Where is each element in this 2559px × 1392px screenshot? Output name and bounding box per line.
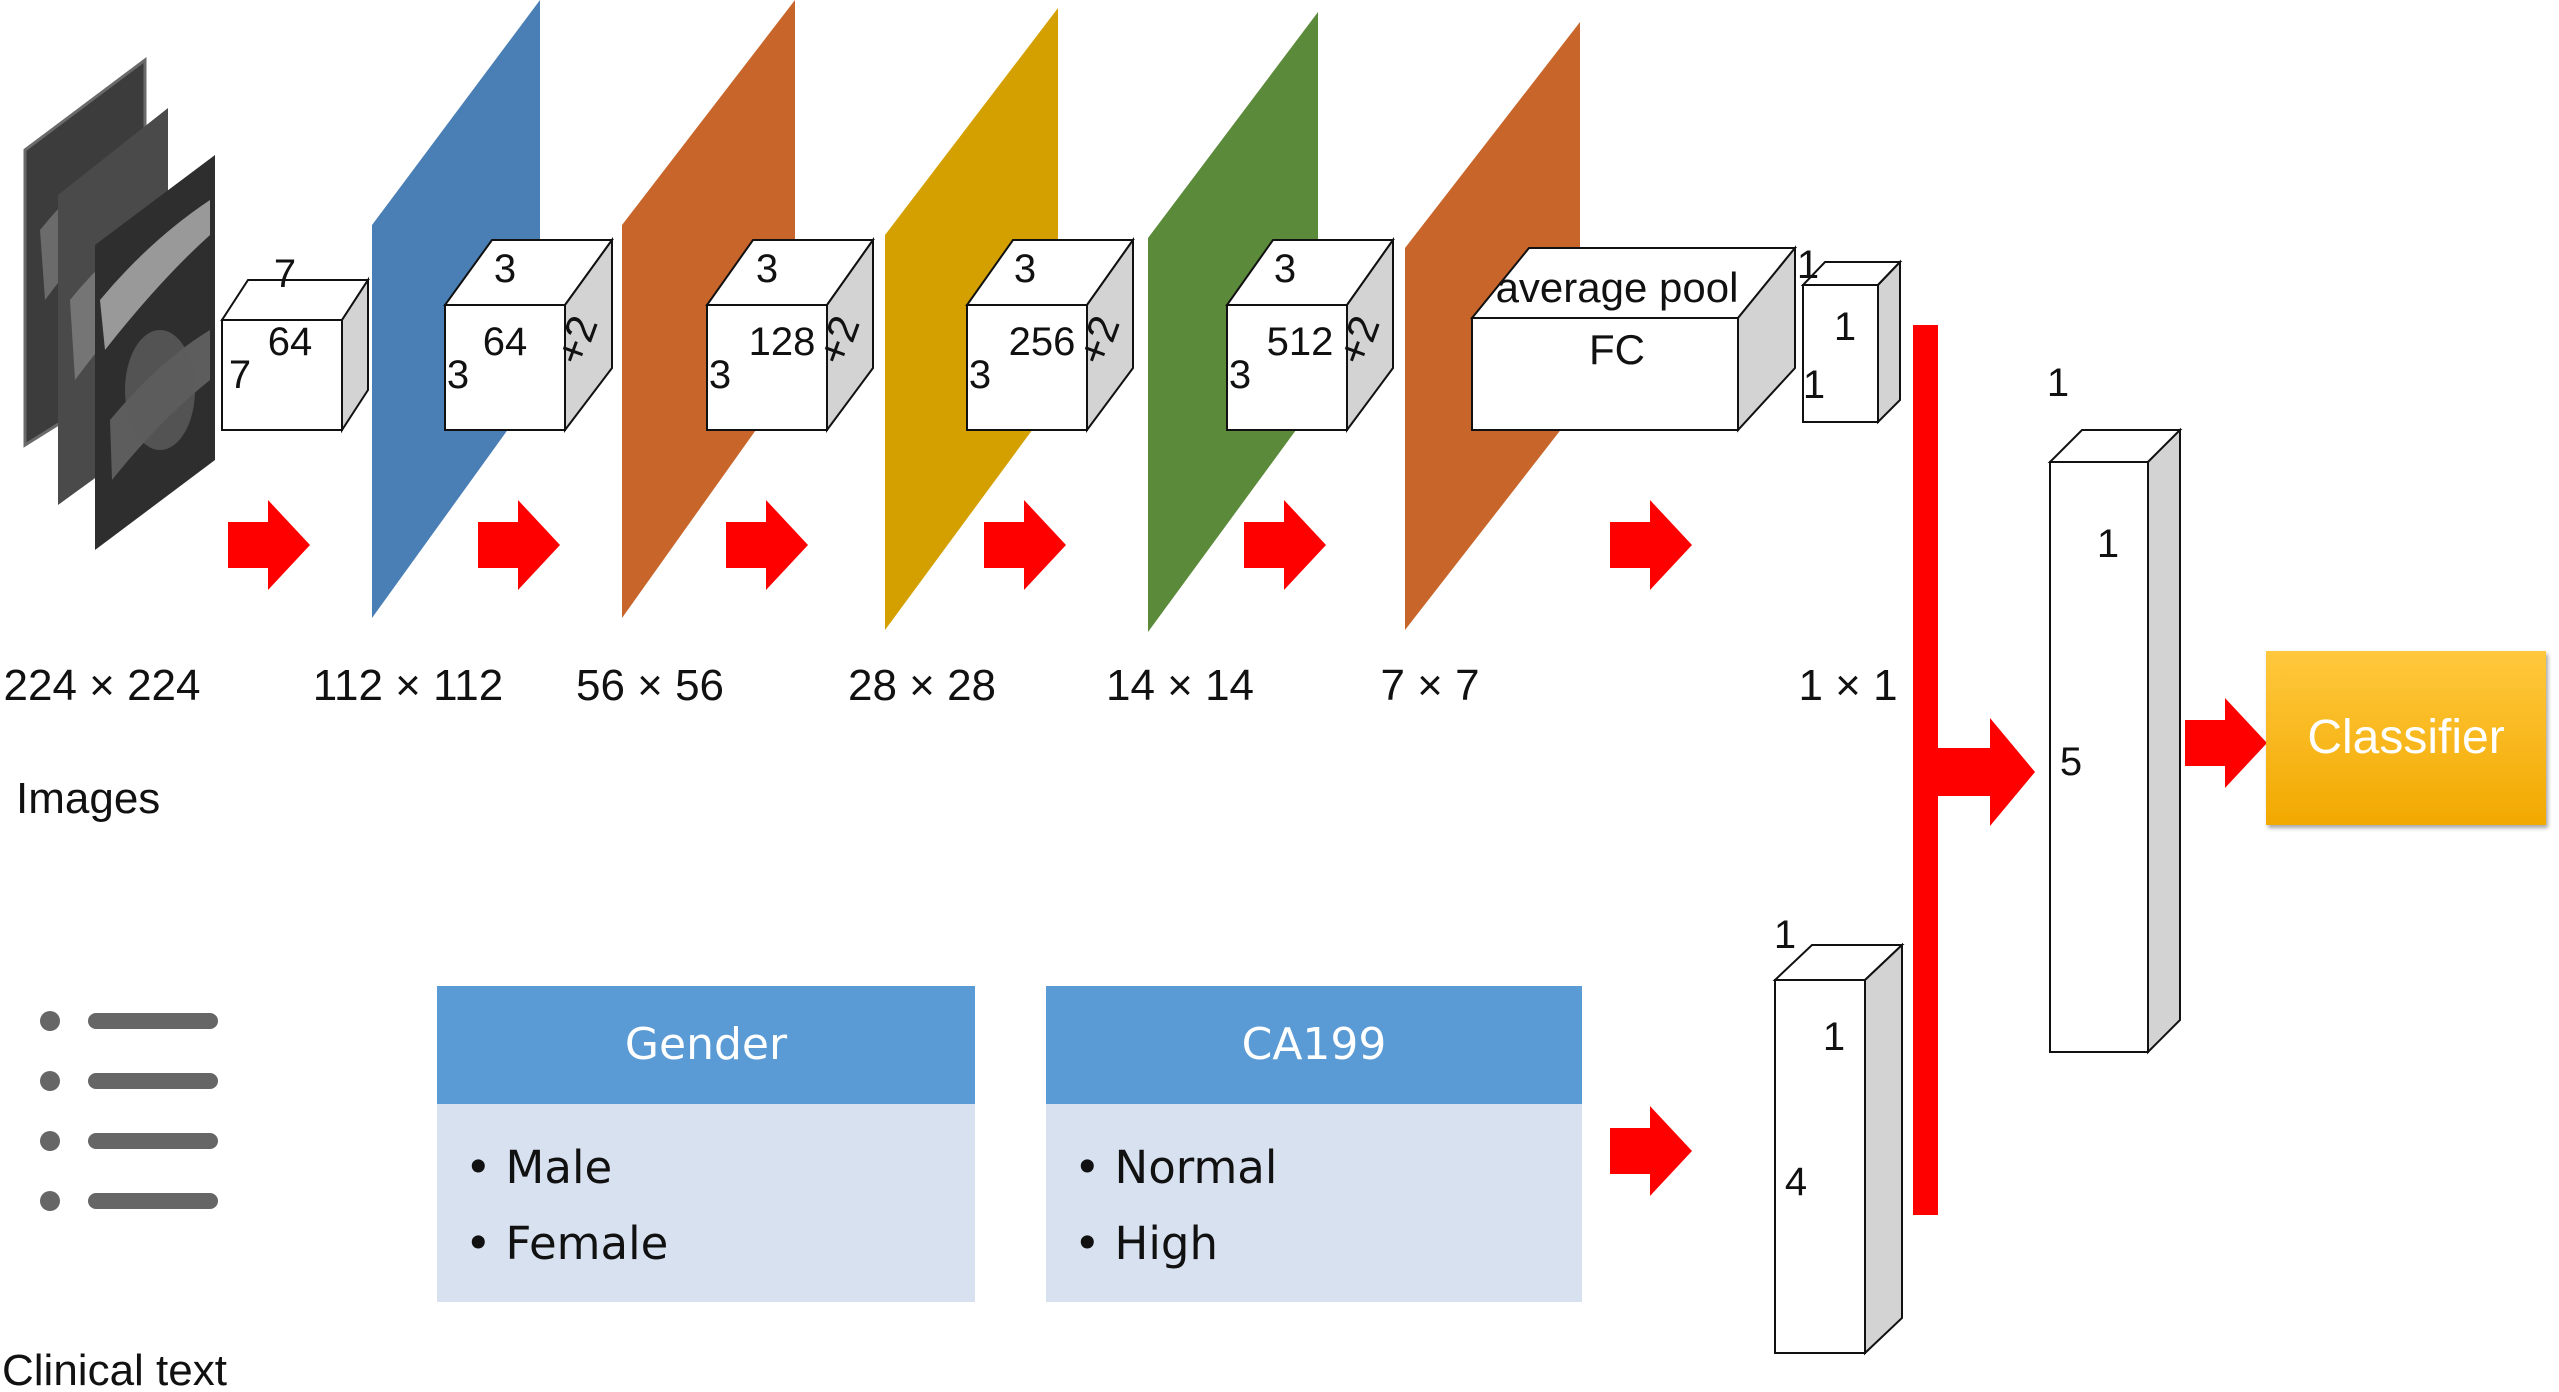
text-vector-left: 4	[1785, 1160, 1807, 1204]
classifier-box: Classifier	[2266, 651, 2546, 825]
conv-block-1-front: 64	[268, 320, 313, 364]
pool-fc-block: average pool FC	[1469, 245, 1798, 433]
arrow-right-icon	[1610, 500, 1692, 590]
conv-block-4-left: 3	[969, 353, 991, 397]
pool-fc-line2: FC	[1589, 326, 1645, 373]
resolution-label: 56 × 56	[576, 661, 724, 710]
ca199-box-body: Normal High	[1046, 1104, 1582, 1302]
conv-block-4-top: 3	[1014, 247, 1036, 291]
conv-block-1-top: 7	[274, 252, 296, 296]
conv-block-4-front: 256	[1009, 320, 1076, 364]
list-item: Female	[465, 1206, 975, 1282]
resolution-label: 1 × 1	[1798, 661, 1897, 710]
conv-block-5-top: 3	[1274, 247, 1296, 291]
fused-vector: 1 1 5	[2047, 361, 2183, 1055]
conv-block-3-front: 128	[749, 320, 816, 364]
text-vector-top: 1	[1774, 913, 1796, 957]
conv-block-2: 3 64 3 +2	[443, 236, 614, 433]
arrow-right-icon	[1244, 500, 1326, 590]
arrow-right-icon	[478, 500, 560, 590]
image-vector: 1 1 1	[1797, 243, 1903, 425]
conv-block-1: 7 64 7	[220, 252, 370, 434]
ct-slices-icon	[23, 57, 215, 550]
conv-block-1-left: 7	[229, 353, 251, 397]
image-vector-front: 1	[1834, 305, 1856, 349]
arrow-right-icon	[228, 500, 310, 590]
ca199-box: CA199 Normal High	[1046, 986, 1582, 1302]
list-icon	[40, 1011, 218, 1211]
resolution-label: 14 × 14	[1106, 661, 1254, 710]
arrow-right-icon	[984, 500, 1066, 590]
conv-block-4: 3 256 3 +2	[965, 236, 1135, 434]
fusion-bar	[1913, 325, 1938, 1215]
image-vector-top: 1	[1797, 243, 1819, 287]
fused-vector-front: 1	[2097, 522, 2119, 566]
images-label: Images	[16, 774, 160, 823]
image-vector-left: 1	[1803, 363, 1825, 407]
arrow-right-icon	[726, 500, 808, 590]
resolution-label: 7 × 7	[1380, 661, 1479, 710]
gender-box: Gender Male Female	[437, 986, 975, 1302]
gender-box-body: Male Female	[437, 1104, 975, 1302]
pool-fc-line1: average pool	[1496, 264, 1739, 311]
conv-block-3-top: 3	[756, 247, 778, 291]
fused-vector-top: 1	[2047, 361, 2069, 405]
gender-box-title: Gender	[437, 986, 975, 1104]
resolution-label: 112 × 112	[313, 661, 503, 710]
text-vector: 1 1 4	[1772, 913, 1905, 1356]
list-item: High	[1074, 1206, 1582, 1282]
clinical-text-label: Clinical text	[2, 1346, 227, 1392]
resolution-label: 28 × 28	[848, 661, 996, 710]
list-item: Male	[465, 1130, 975, 1206]
arrow-right-icon	[1610, 1106, 1692, 1196]
conv-block-2-top: 3	[494, 247, 516, 291]
conv-block-3: 3 128 3 +2	[705, 236, 875, 434]
fused-vector-left: 5	[2060, 740, 2082, 784]
conv-block-5-left: 3	[1229, 353, 1251, 397]
resolution-label: 224 × 224	[4, 661, 201, 710]
text-vector-front: 1	[1823, 1015, 1845, 1059]
conv-block-2-front: 64	[483, 320, 528, 364]
conv-block-5: 3 512 3 +2	[1225, 236, 1395, 434]
conv-block-2-left: 3	[447, 353, 469, 397]
arrow-right-icon	[2185, 698, 2267, 788]
conv-block-3-left: 3	[709, 353, 731, 397]
conv-block-5-front: 512	[1267, 320, 1334, 364]
ca199-box-title: CA199	[1046, 986, 1582, 1104]
arrow-right-icon	[1938, 718, 2035, 826]
list-item: Normal	[1074, 1130, 1582, 1206]
